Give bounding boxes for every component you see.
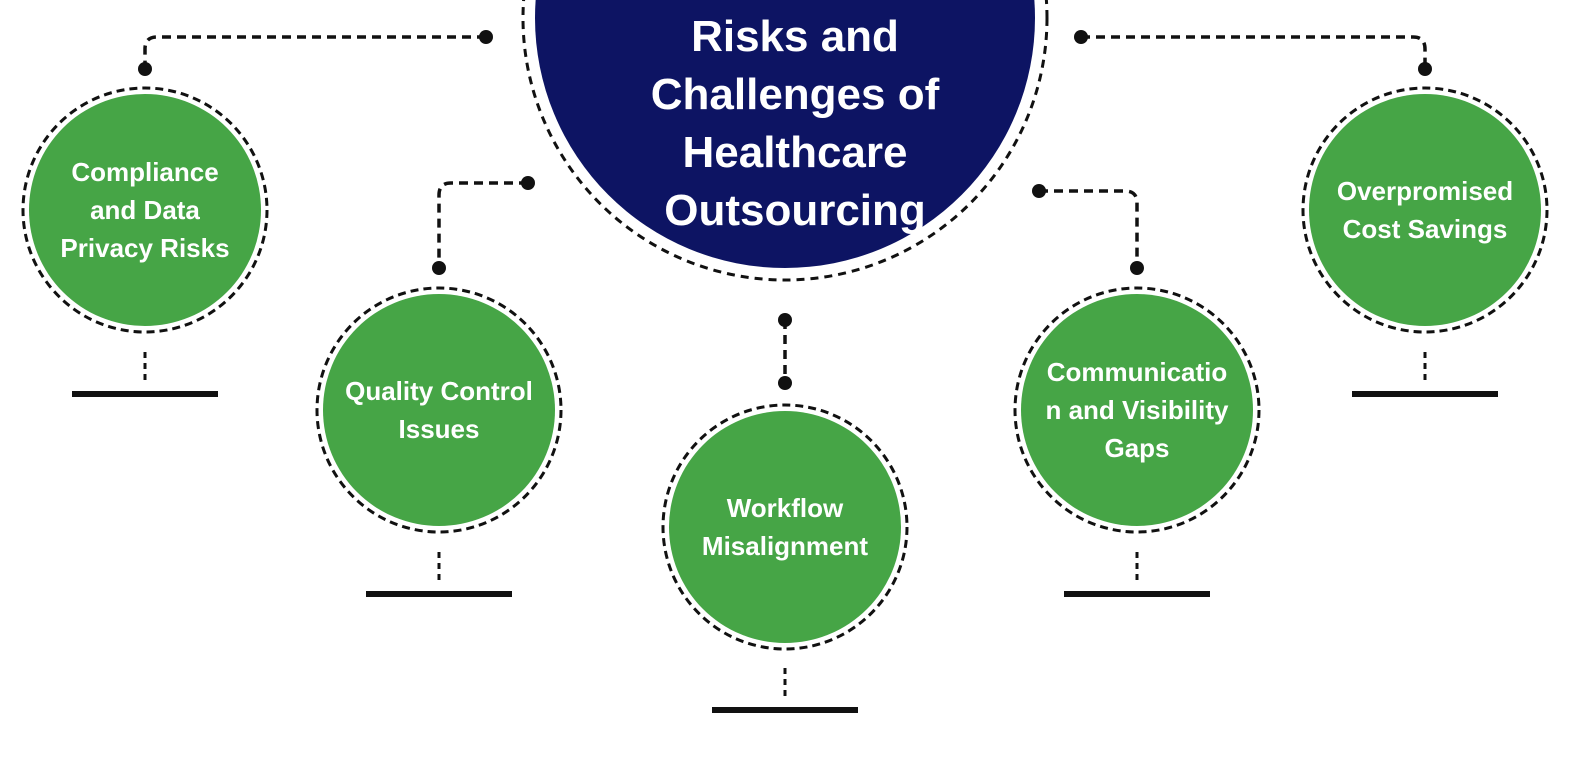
connector-dot (138, 62, 152, 76)
node-communication-circle (1021, 294, 1253, 526)
hub-title-line: Healthcare (682, 128, 908, 177)
node-label-line: Misalignment (701, 531, 869, 561)
node-communication-ring (1013, 286, 1261, 534)
connector-cost (1081, 35, 1427, 69)
connector-dot (521, 176, 535, 190)
hub-title-line: Outsourcing (664, 186, 926, 235)
node-quality-label: Quality Control Issues (319, 310, 559, 510)
connector-dot (778, 376, 792, 390)
node-workflow-label: Workflow Misalignment (675, 427, 895, 627)
node-quality-ring (315, 286, 563, 534)
node-label-line: Privacy Risks (60, 233, 230, 263)
connector-communication (1039, 189, 1139, 268)
node-label-line: Communicatio (1046, 357, 1228, 387)
connector-dot (479, 30, 493, 44)
node-quality-circle (323, 294, 555, 526)
connector-dot (778, 313, 792, 327)
hub-title-line: Risks and (691, 12, 899, 61)
node-cost-circle (1309, 94, 1541, 326)
hub-title-line: Challenges of (650, 70, 940, 119)
connector-dot (1130, 261, 1144, 275)
connector-dot (1418, 62, 1432, 76)
node-workflow-ring (661, 403, 909, 651)
hub-outer-ring (521, 0, 1049, 282)
node-label-line: Compliance (71, 157, 219, 187)
node-label-line: Workflow (726, 493, 844, 523)
hub-circle (535, 0, 1035, 268)
connector-dot (1032, 184, 1046, 198)
node-label-line: and Data (90, 195, 200, 225)
node-workflow-circle (669, 411, 901, 643)
node-compliance-ring (21, 86, 269, 334)
node-compliance-label: Compliance and Data Privacy Risks (35, 110, 255, 310)
node-label-line: Quality Control (345, 376, 533, 406)
node-compliance-circle (29, 94, 261, 326)
node-label-line: Gaps (1104, 433, 1170, 463)
connector-dot (1074, 30, 1088, 44)
node-cost-ring (1301, 86, 1549, 334)
connector-dot (432, 261, 446, 275)
node-label-line: Cost Savings (1342, 214, 1508, 244)
hub (521, 0, 1049, 282)
node-cost-label: Overpromised Cost Savings (1305, 110, 1545, 310)
node-label-line: Overpromised (1336, 176, 1514, 206)
node-label-line: Issues (398, 414, 480, 444)
connector-quality (437, 181, 528, 268)
node-label-line: n and Visibility (1045, 395, 1229, 425)
connector-compliance (143, 35, 486, 69)
node-communication-label: Communicatio n and Visibility Gaps (1017, 310, 1257, 510)
hub-title: Risks and Challenges of Healthcare Outso… (560, 8, 1030, 240)
